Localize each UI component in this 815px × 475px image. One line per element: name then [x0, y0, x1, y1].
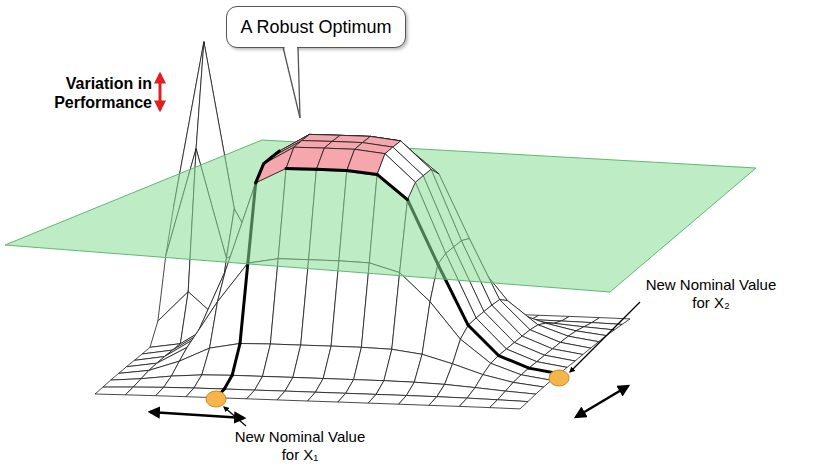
nominal-path — [240, 263, 248, 343]
callout-tail-edge — [283, 47, 300, 118]
nominal-path — [264, 157, 272, 164]
nominal-path — [316, 169, 346, 170]
axis-note: Variation in Performance — [28, 74, 152, 112]
callout-box: A Robust Optimum — [226, 6, 406, 48]
nominal-path — [377, 174, 407, 199]
nominal-label: New Nominal Value for X₁ — [225, 428, 375, 464]
nominal-path — [468, 325, 498, 355]
nominal-path — [256, 164, 264, 183]
nominal-path — [316, 169, 346, 170]
shift-arrow — [150, 412, 244, 418]
mesh-cell — [210, 263, 248, 348]
leader-line — [570, 302, 640, 372]
mesh-cell — [490, 400, 528, 409]
nominal-path — [286, 167, 316, 171]
variation-arrow — [159, 74, 162, 110]
nominal-label: New Nominal Value for X₂ — [636, 276, 786, 312]
annotations — [150, 74, 640, 426]
nominal-dot — [206, 391, 226, 407]
mesh-cell — [194, 375, 232, 389]
nominal-path — [224, 375, 232, 389]
performance-plane — [5, 140, 756, 292]
nominal-path — [232, 343, 240, 375]
shift-arrow — [576, 386, 628, 417]
nominal-path — [499, 356, 529, 369]
nominal-path — [347, 170, 377, 174]
mesh-cell — [377, 154, 415, 200]
mesh-cell — [202, 344, 240, 376]
nominal-path — [271, 151, 279, 157]
callout-text: A Robust Optimum — [240, 17, 391, 38]
nominal-dot — [549, 370, 569, 386]
surface-mesh — [5, 42, 756, 409]
callout-tail-fill — [284, 45, 300, 118]
mesh-cell — [422, 302, 460, 364]
callout-tail-edge — [298, 47, 300, 118]
leader-line — [224, 407, 246, 426]
